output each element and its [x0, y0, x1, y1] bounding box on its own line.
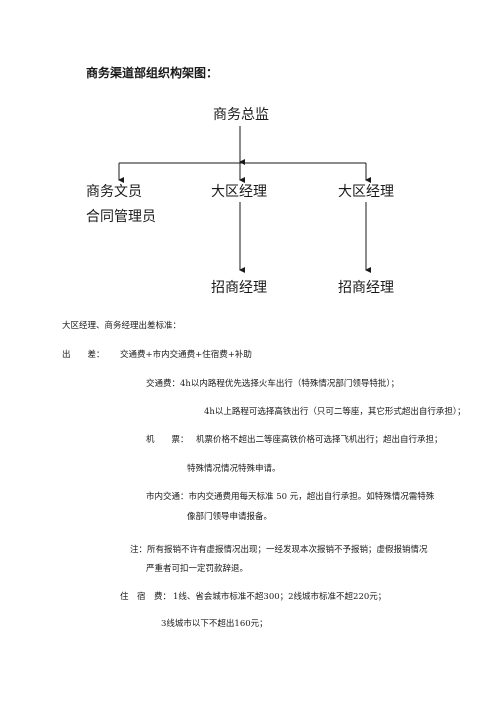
city-transport-line-2: 像部门领导申请报备。 [187, 512, 273, 522]
flight-line-2: 特殊情况情况特殊申请。 [187, 464, 281, 474]
transport-line-2: 4h以上路程可选择高铁出行（只可二等座，其它形式超出自行承担）； [204, 407, 466, 417]
note-line-2: 严重者可扣一定罚款辞退。 [146, 564, 249, 574]
travel-items: 交通费+市内交通费+住宿费+补助 [120, 350, 252, 360]
lodging-line-2: 3线城市以下不超出160元； [161, 619, 268, 629]
note-line-1: 注：所有报销不许有虚报情况出现；一经发现本次报销不予报销；虚假报销情况 [130, 545, 428, 555]
org-node-contract-admin: 合同管理员 [86, 209, 156, 225]
lodging-line-1: 1线、省会城市标准不超300；2线城市标准不超220元； [173, 592, 387, 602]
flight-label: 机 票： [146, 435, 189, 445]
travel-label: 出 差： [62, 350, 105, 360]
transport-line-1: 交通费：4h以内路程优先选择火车出行（特殊情况部门领导特批）； [146, 379, 400, 389]
org-node-director: 商务总监 [213, 107, 269, 123]
lodging-label: 住 宿 费： [120, 592, 172, 602]
flight-line-1: 机票价格不超出二等座高铁价格可选择飞机出行；超出自行承担； [196, 435, 443, 445]
org-node-investment-manager-1: 招商经理 [211, 280, 267, 296]
org-node-regional-manager-1: 大区经理 [211, 184, 267, 200]
org-node-business-clerk: 商务文员 [86, 184, 142, 200]
page-title: 商务渠道部组织构架图： [86, 66, 219, 80]
city-transport-line-1: 市内交通：市内交通费用每天标准 50 元，超出自行承担。如特殊情况需特殊 [146, 492, 435, 502]
standards-intro: 大区经理、商务经理出差标准： [62, 321, 182, 331]
org-node-investment-manager-2: 招商经理 [338, 280, 394, 296]
org-node-regional-manager-2: 大区经理 [338, 184, 394, 200]
